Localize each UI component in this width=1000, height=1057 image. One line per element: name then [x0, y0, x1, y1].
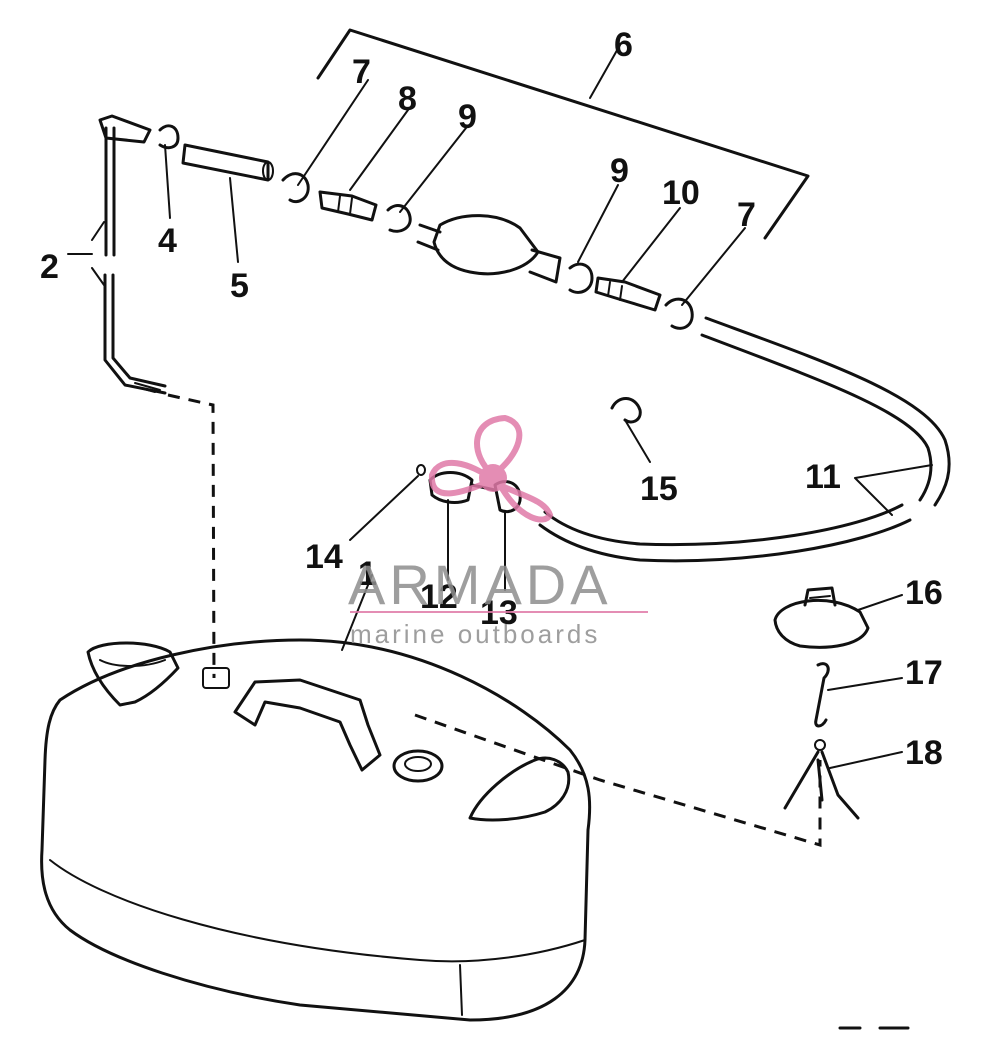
part-label-7-right: 7 [737, 196, 756, 234]
part-label-6: 6 [614, 26, 633, 64]
short-hose [181, 143, 274, 182]
part-label-1: 1 [358, 555, 377, 593]
part-label-17: 17 [905, 654, 943, 692]
part-label-16: 16 [905, 574, 943, 612]
fuel-tank [40, 638, 592, 1022]
s-hook [814, 662, 830, 728]
part-label-9-right: 9 [610, 152, 629, 190]
part-label-11: 11 [805, 458, 841, 496]
part-label-14: 14 [305, 538, 343, 576]
propeller-logo-icon [428, 414, 554, 523]
fuel-hose [538, 316, 951, 563]
assembly-bracket [316, 28, 810, 240]
part-label-8: 8 [398, 80, 417, 118]
watermark-divider [350, 611, 648, 613]
hose-clamp [281, 172, 310, 204]
connector-fitting [594, 276, 662, 312]
fuel-cap [773, 586, 870, 649]
part-label-10: 10 [662, 174, 700, 212]
check-valve [386, 204, 412, 233]
part-label-7-left: 7 [352, 53, 371, 91]
part-label-9-left: 9 [458, 98, 477, 136]
connector-fitting [318, 190, 378, 222]
o-ring [416, 464, 426, 476]
part-label-5: 5 [230, 267, 249, 305]
check-valve [568, 262, 594, 294]
hose-clamp [664, 297, 694, 330]
anchor-strap [783, 739, 860, 820]
part-label-15: 15 [640, 470, 678, 508]
part-label-12: 12 [420, 578, 458, 616]
part-label-2: 2 [40, 248, 59, 286]
assembly-line-vent-to-anchor [414, 713, 822, 848]
hose-clamp [610, 397, 642, 424]
watermark-brand: ARMADA [348, 553, 612, 616]
watermark-tagline: marine outboards [350, 619, 600, 649]
part-label-4: 4 [158, 222, 177, 260]
watermark: ARMADA marine outboards [348, 414, 648, 649]
part-label-18: 18 [905, 734, 943, 772]
leader-lines [67, 44, 933, 769]
primer-bulb [416, 214, 562, 284]
pickup-tube [98, 114, 167, 395]
assembly-line-tube-to-tank [167, 393, 216, 679]
hose-clamp [158, 124, 180, 150]
